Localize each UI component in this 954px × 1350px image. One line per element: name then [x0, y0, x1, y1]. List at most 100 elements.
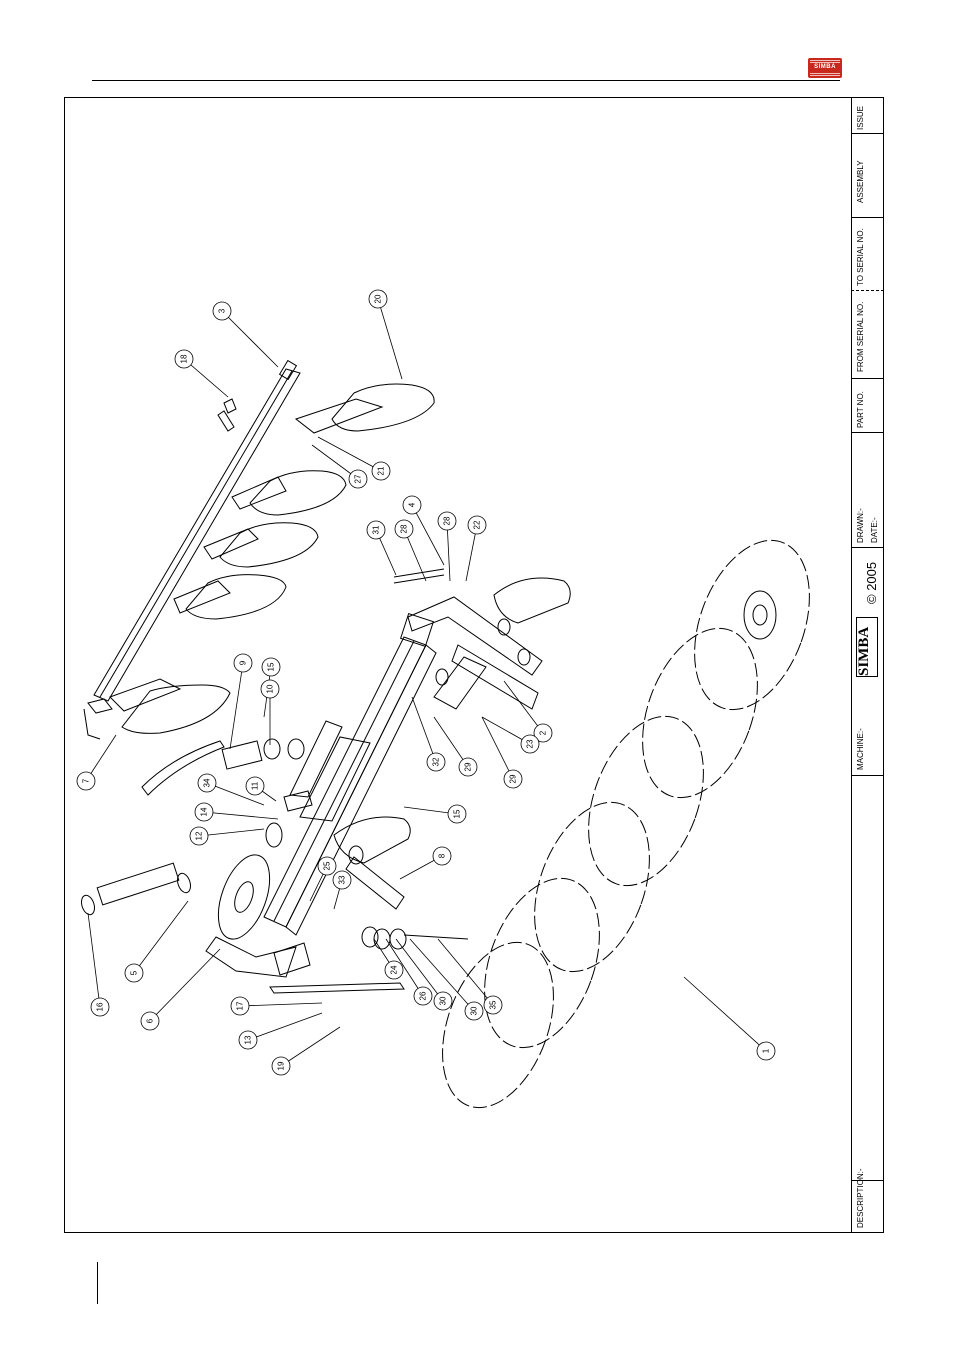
- adjuster-arm: [142, 739, 312, 847]
- callout-8: 8: [433, 847, 451, 865]
- cell-divider: [851, 775, 884, 776]
- callout-9: 9: [234, 654, 252, 672]
- cell-divider: [851, 547, 884, 548]
- callout-number: 4: [408, 502, 417, 507]
- callout-number: 19: [277, 1061, 286, 1070]
- callout-number: 28: [443, 516, 452, 525]
- callout-28: 28: [395, 520, 413, 538]
- callout-11: 11: [246, 777, 264, 795]
- simba-logo: SIMBA: [808, 58, 842, 78]
- callout-27: 27: [349, 470, 367, 488]
- cell-divider: [851, 378, 884, 379]
- header-rule: [92, 80, 840, 81]
- callout-7: 7: [77, 772, 95, 790]
- callout-number: 21: [377, 466, 386, 475]
- callout-20: 20: [369, 290, 387, 308]
- hub-assembly: [79, 848, 310, 977]
- callout-29: 29: [504, 770, 522, 788]
- callout-number: 29: [509, 774, 518, 783]
- callout-29: 29: [459, 758, 477, 776]
- callout-number: 29: [464, 762, 473, 771]
- callout-15: 15: [448, 805, 466, 823]
- callout-19: 19: [272, 1057, 290, 1075]
- assembly-label: ASSEMBLY: [856, 160, 865, 203]
- drawn-label: DRAWN:-: [856, 508, 865, 543]
- callout-number: 20: [374, 294, 383, 303]
- callout-30: 30: [434, 992, 452, 1010]
- disc-bracket: [394, 569, 570, 709]
- callout-4: 4: [403, 496, 421, 514]
- callout-22: 22: [468, 516, 486, 534]
- callout-number: 7: [82, 778, 91, 783]
- callout-number: 15: [453, 809, 462, 818]
- callout-number: 1: [762, 1048, 771, 1053]
- callout-10: 10: [261, 680, 279, 698]
- callout-number: 9: [239, 660, 248, 665]
- cell-divider: [851, 133, 884, 134]
- date-label: DATE:-: [870, 517, 879, 543]
- callout-number: 2: [539, 730, 548, 735]
- callout-25: 25: [318, 857, 336, 875]
- callout-32: 32: [427, 753, 445, 771]
- callout-number: 31: [372, 525, 381, 534]
- callout-number: 5: [130, 970, 139, 975]
- callout-31: 31: [367, 521, 385, 539]
- callout-number: 12: [195, 831, 204, 840]
- callout-1: 1: [757, 1042, 775, 1060]
- cell-divider: [851, 217, 884, 218]
- logo-text: SIMBA: [808, 64, 842, 70]
- callout-number: 26: [419, 991, 428, 1000]
- callout-number: 30: [439, 996, 448, 1005]
- callout-number: 25: [323, 861, 332, 870]
- callout-number: 35: [489, 1000, 498, 1009]
- issue-label: ISSUE: [856, 106, 865, 130]
- callout-number: 11: [251, 781, 260, 790]
- callout-23: 23: [521, 735, 539, 753]
- callout-number: 22: [473, 520, 482, 529]
- callout-number: 14: [200, 807, 209, 816]
- callout-12: 12: [190, 827, 208, 845]
- callout-number: 15: [267, 662, 276, 671]
- callout-17: 17: [231, 997, 249, 1015]
- callout-28: 28: [438, 512, 456, 530]
- callout-number: 10: [266, 684, 275, 693]
- brand-name: SIMBA: [856, 627, 873, 676]
- from-serial-label: FROM SERIAL NO.: [856, 302, 865, 372]
- page-margin-mark: [97, 1262, 98, 1304]
- exploded-assembly-diagram: 1234567891011121314151516171819202122232…: [64, 97, 850, 1233]
- callout-number: 30: [470, 1006, 479, 1015]
- callout-number: 23: [526, 739, 535, 748]
- callout-14: 14: [195, 803, 213, 821]
- main-beam: [264, 614, 436, 935]
- part-no-label: PART NO.: [856, 391, 865, 428]
- callout-21: 21: [372, 462, 390, 480]
- callout-number: 32: [432, 757, 441, 766]
- callout-number: 13: [244, 1035, 253, 1044]
- callout-number: 16: [96, 1002, 105, 1011]
- cell-divider: [851, 290, 884, 291]
- disc-gang: [422, 525, 831, 1123]
- callout-5: 5: [125, 964, 143, 982]
- callout-number: 18: [180, 354, 189, 363]
- callout-number: 24: [390, 965, 399, 974]
- callout-30: 30: [465, 1002, 483, 1020]
- leader-lines: [86, 299, 766, 1066]
- callout-18: 18: [175, 350, 193, 368]
- callout-26: 26: [414, 987, 432, 1005]
- callout-3: 3: [213, 302, 231, 320]
- callout-number: 17: [236, 1001, 245, 1010]
- callout-number: 3: [218, 308, 227, 313]
- callout-33: 33: [333, 871, 351, 889]
- callout-16: 16: [91, 998, 109, 1016]
- callout-24: 24: [385, 961, 403, 979]
- callout-15: 15: [262, 658, 280, 676]
- callout-number: 28: [400, 524, 409, 533]
- callout-6: 6: [141, 1012, 159, 1030]
- lower-bracket: [270, 817, 468, 993]
- callout-35: 35: [484, 996, 502, 1014]
- machine-label: MACHINE:-: [856, 728, 865, 770]
- callout-34: 34: [198, 774, 216, 792]
- cell-divider: [851, 432, 884, 433]
- copyright: © 2005: [864, 562, 879, 604]
- callout-13: 13: [239, 1031, 257, 1049]
